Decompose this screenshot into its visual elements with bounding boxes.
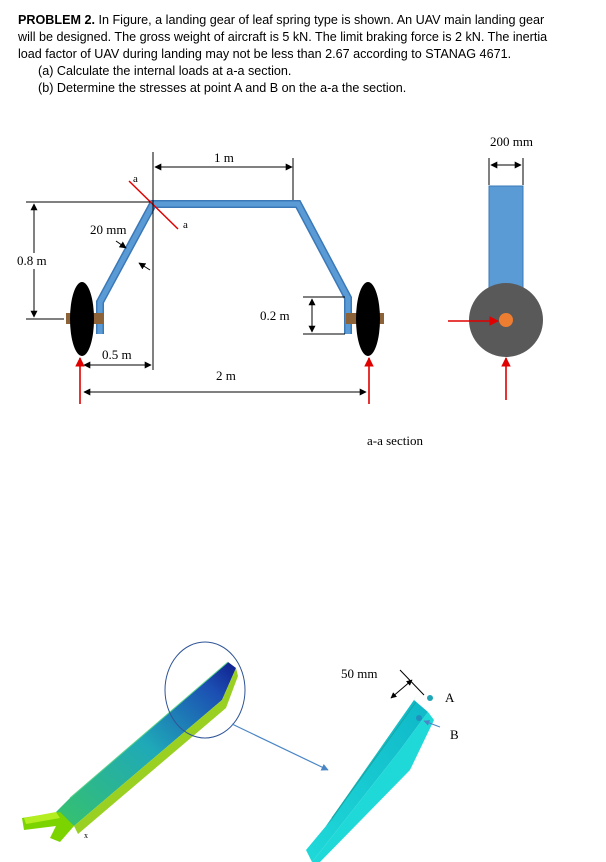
problem-text-1: In Figure, a landing gear of leaf spring… — [94, 13, 545, 27]
dim-label-leg: 0.2 m — [260, 308, 290, 323]
point-b-leader — [423, 720, 441, 728]
landing-gear-figure: a a 1 m 0.8 m 20 mm 0.5 m 0.2 m 2 m 200 … — [17, 134, 543, 404]
left-wheel — [70, 282, 94, 356]
problem-line-2: will be designed. The gross weight of ai… — [18, 30, 548, 44]
svg-text:x: x — [84, 831, 88, 840]
side-view-strut — [488, 185, 524, 297]
section-closeup — [306, 694, 434, 862]
problem-heading: PROBLEM 2. — [18, 13, 95, 27]
dim-label-height: 0.8 m — [17, 253, 47, 268]
thickness-arrow-lower — [138, 262, 151, 271]
dim-label-thickness: 20 mm — [90, 222, 126, 237]
leaf-spring-fill — [97, 201, 351, 334]
right-wheel — [356, 282, 380, 356]
thickness-arrow-upper — [115, 240, 127, 249]
side-view-hub — [499, 313, 513, 327]
point-b-label: B — [450, 727, 459, 742]
dim-label-track: 2 m — [216, 368, 236, 383]
dim-label-offset: 0.5 m — [102, 347, 132, 362]
dim-line-section-depth — [390, 679, 413, 699]
question-a: (a) Calculate the internal loads at a-a … — [38, 64, 292, 78]
problem-line-3: load factor of UAV during landing may no… — [18, 47, 512, 61]
zoom-pointer-arrow — [231, 723, 329, 771]
problem-statement: PROBLEM 2. In Figure, a landing gear of … — [18, 12, 593, 97]
question-b: (b) Determine the stresses at point A an… — [38, 81, 407, 95]
fem-plate-model: x — [22, 661, 238, 842]
dim-label-section-depth: 50 mm — [341, 666, 377, 681]
section-label-right: a — [183, 219, 188, 231]
section-label-top: a — [133, 173, 138, 185]
dim-label-top-span: 1 m — [214, 150, 234, 165]
point-b-marker — [416, 715, 422, 721]
dim-label-width: 200 mm — [490, 134, 533, 149]
zoom-circle — [164, 641, 246, 739]
problem-line-1: PROBLEM 2. In Figure, a landing gear of … — [18, 12, 593, 29]
dim-tick-depth-right — [399, 669, 425, 696]
point-a-label: A — [445, 690, 455, 705]
point-a-marker — [427, 695, 433, 701]
